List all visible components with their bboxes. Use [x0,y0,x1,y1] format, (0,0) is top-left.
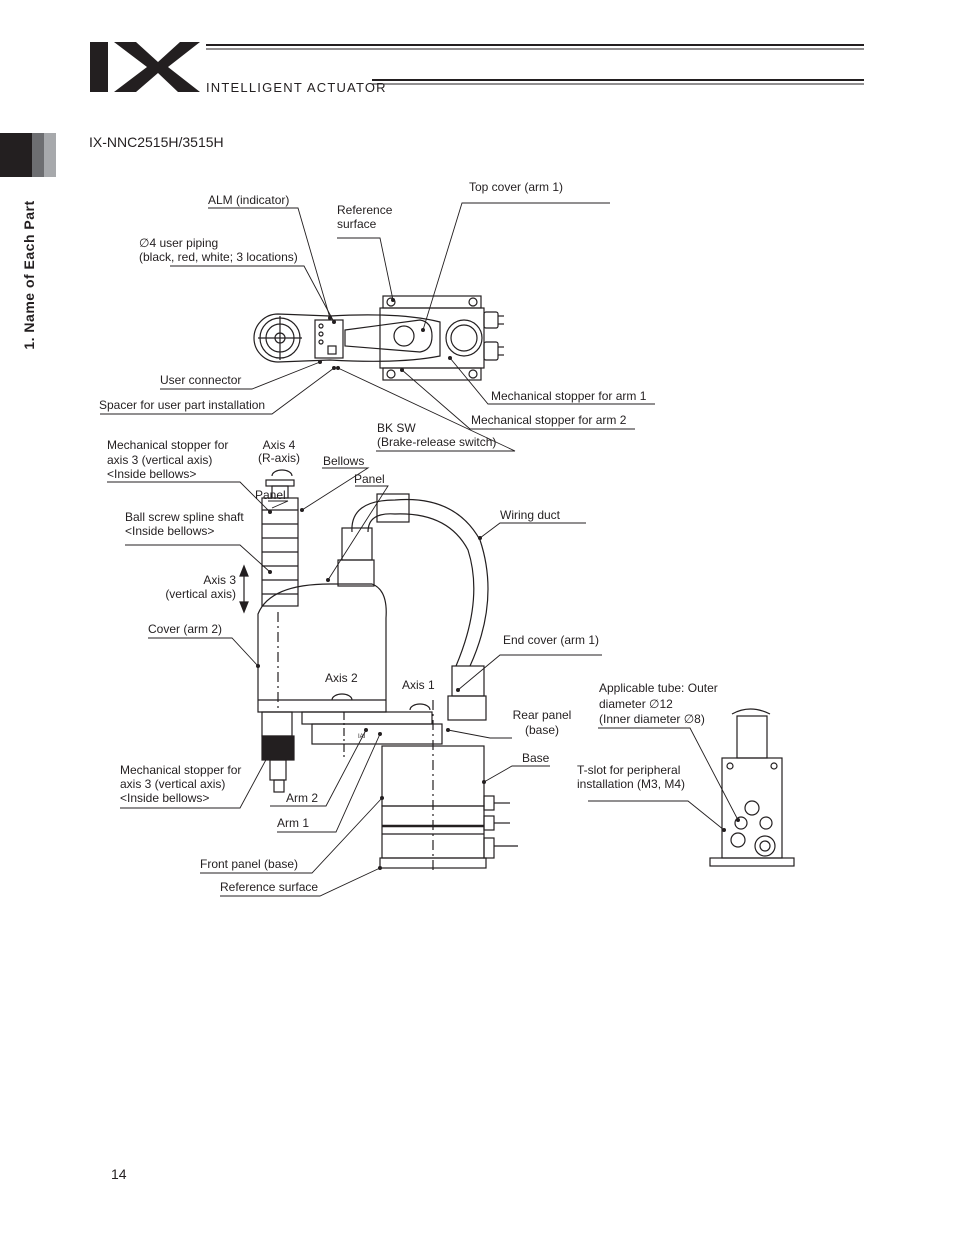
label-panel-2: Panel [354,472,385,486]
label-arm1: Arm 1 [277,816,310,830]
label-mech-stopper-axis3-top-2: axis 3 (vertical axis) [107,453,213,467]
label-bk-sw-2: (Brake-release switch) [377,435,497,449]
side-tab-blocks [0,133,56,177]
label-mech-stopper-arm2: Mechanical stopper for arm 2 [471,413,627,427]
label-rear-panel-2: (base) [524,723,559,737]
label-mech-stopper-axis3-top-3: <Inside bellows> [107,467,197,481]
label-rear-panel-1: Rear panel [512,708,572,722]
leader-arrowheads [256,298,740,870]
label-ball-screw-2: <Inside bellows> [125,524,215,538]
label-alm: ALM (indicator) [208,193,290,207]
label-reference-surface-top-2: surface [337,217,377,231]
label-tube-3: (Inner diameter ∅8) [599,712,705,726]
label-base: Base [522,751,550,765]
label-reference-surface-top-1: Reference [337,203,393,217]
arm-plate-text: IAI [358,734,366,740]
side-view-robot [239,469,518,870]
label-mech-stopper-axis3-bot-3: <Inside bellows> [120,791,210,805]
label-ball-screw-1: Ball screw spline shaft [125,510,244,524]
label-tube-2: diameter ∅12 [599,697,673,711]
brand-text: INTELLIGENT ACTUATOR [206,80,387,95]
side-tab: 1. Name of Each Part [10,190,48,360]
label-bk-sw-1: BK SW [377,421,416,435]
label-mech-stopper-axis3-bot-1: Mechanical stopper for [120,763,242,777]
label-axis1: Axis 1 [402,678,435,692]
label-tslot-1: T-slot for peripheral [577,763,681,777]
label-end-cover: End cover (arm 1) [503,633,600,647]
label-arm2: Arm 2 [286,791,319,805]
label-user-piping-1: ∅4 user piping [139,236,219,250]
label-tslot-2: installation (M3, M4) [577,777,686,791]
page-number: 14 [111,1166,127,1182]
label-tube-1: Applicable tube: Outer [599,681,718,695]
label-spacer: Spacer for user part installation [99,398,266,412]
label-front-panel: Front panel (base) [200,857,299,871]
label-bellows: Bellows [323,454,365,468]
label-top-cover: Top cover (arm 1) [469,180,564,194]
label-user-connector: User connector [160,373,242,387]
label-axis4-2: (R-axis) [258,451,300,465]
label-reference-surface-bot: Reference surface [220,880,319,894]
label-wiring-duct: Wiring duct [500,508,561,522]
model-title: IX-NNC2515H/3515H [89,134,224,150]
label-axis3-1: Axis 3 [203,573,236,587]
label-mech-stopper-axis3-bot-2: axis 3 (vertical axis) [120,777,226,791]
rear-view-robot [709,708,795,867]
label-mech-stopper-axis3-top-1: Mechanical stopper for [107,438,229,452]
header-rules [206,44,864,85]
leader-lines [100,202,739,897]
label-user-piping-2: (black, red, white; 3 locations) [139,250,298,264]
ix-logo [90,42,200,92]
label-axis2: Axis 2 [325,671,358,685]
label-panel-1: Panel [255,488,286,502]
label-mech-stopper-arm1: Mechanical stopper for arm 1 [491,389,647,403]
top-view-robot [253,295,504,381]
side-tab-label: 1. Name of Each Part [21,200,37,350]
label-axis3-2: (vertical axis) [165,587,236,601]
label-cover-arm2: Cover (arm 2) [148,622,223,636]
label-axis4-1: Axis 4 [262,438,296,452]
